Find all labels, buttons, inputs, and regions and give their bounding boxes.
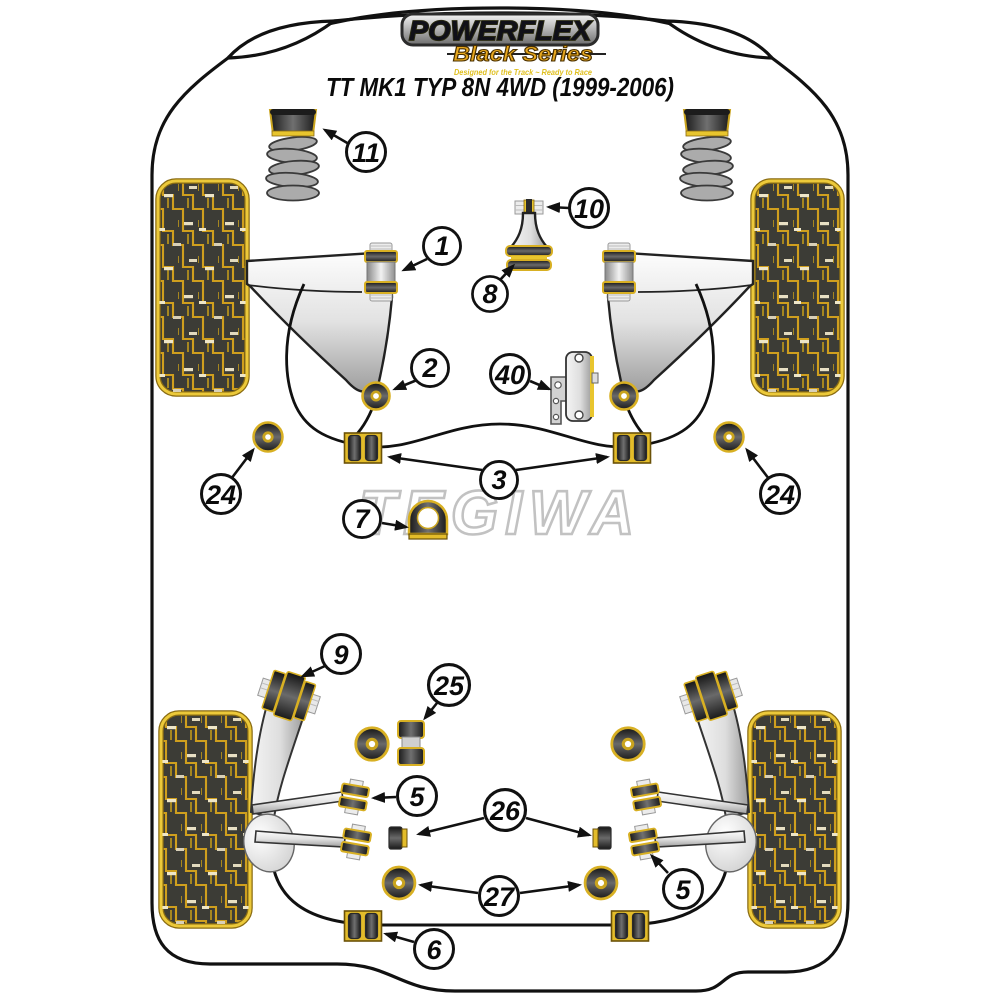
svg-text:1: 1 (434, 231, 449, 261)
svg-text:24: 24 (205, 480, 236, 510)
svg-text:27: 27 (483, 882, 516, 912)
svg-text:2: 2 (421, 353, 437, 383)
svg-text:5: 5 (675, 875, 691, 905)
svg-text:11: 11 (352, 138, 380, 168)
svg-text:Black Series: Black Series (453, 43, 593, 66)
svg-text:Designed for the Track ~ Ready: Designed for the Track ~ Ready to Race (454, 67, 592, 77)
svg-text:7: 7 (354, 504, 371, 534)
svg-text:6: 6 (426, 935, 442, 965)
svg-text:26: 26 (489, 796, 521, 826)
svg-text:5: 5 (409, 782, 425, 812)
svg-text:24: 24 (764, 480, 795, 510)
svg-text:TT MK1 TYP 8N 4WD (1999-2006): TT MK1 TYP 8N 4WD (1999-2006) (326, 72, 674, 102)
svg-text:25: 25 (433, 671, 465, 701)
svg-text:3: 3 (491, 465, 506, 495)
svg-text:10: 10 (574, 194, 604, 224)
svg-text:40: 40 (494, 360, 525, 390)
svg-text:POWERFLEX: POWERFLEX (409, 15, 593, 46)
svg-text:9: 9 (333, 640, 348, 670)
svg-text:8: 8 (482, 279, 497, 309)
